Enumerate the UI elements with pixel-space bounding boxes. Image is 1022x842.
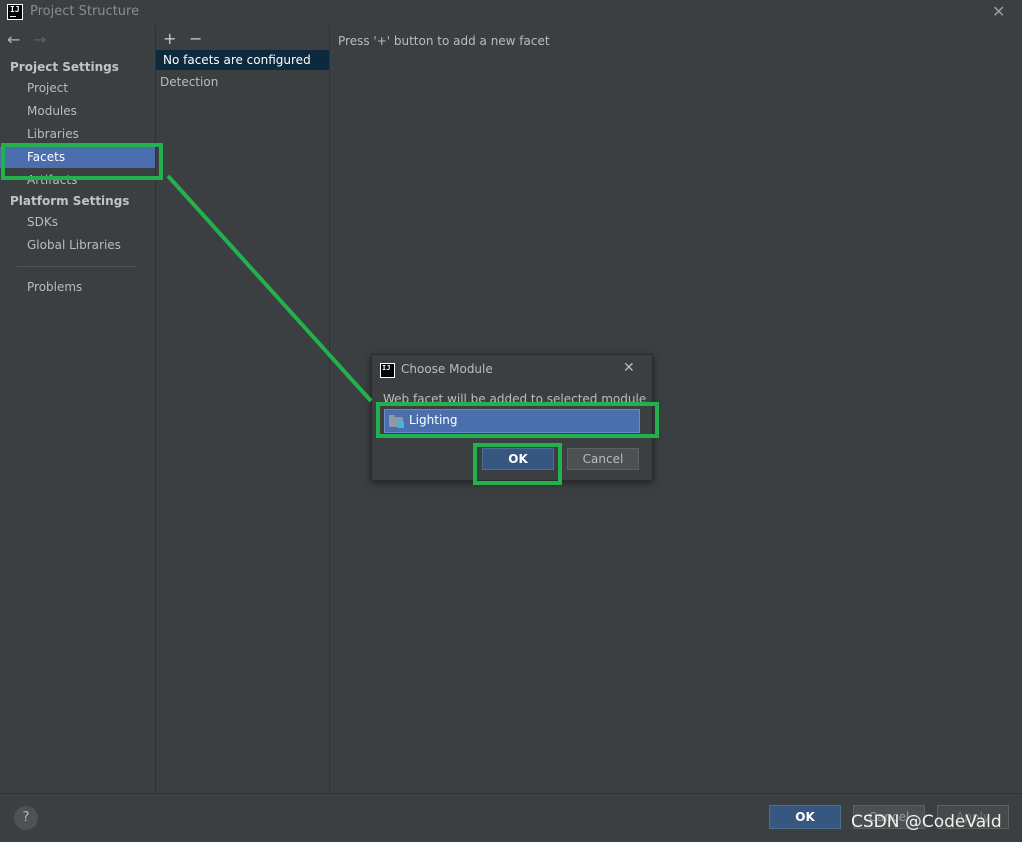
platform-settings-header: Platform Settings bbox=[10, 194, 130, 208]
watermark: CSDN @CodeVald bbox=[851, 812, 1002, 832]
ok-button[interactable]: OK bbox=[769, 805, 841, 829]
module-label: Lighting bbox=[409, 413, 458, 427]
sidebar-divider bbox=[17, 266, 137, 267]
empty-facets-row[interactable]: No facets are configured bbox=[156, 50, 329, 70]
add-facet-icon[interactable]: + bbox=[163, 29, 177, 48]
intellij-logo-icon: IJ bbox=[380, 363, 395, 378]
sidebar-item-problems[interactable]: Problems bbox=[27, 280, 83, 294]
sidebar-item-global-libraries[interactable]: Global Libraries bbox=[27, 238, 121, 252]
intellij-logo-icon: IJ bbox=[7, 4, 23, 20]
module-list-item[interactable]: Lighting bbox=[384, 409, 640, 433]
dialog-cancel-button[interactable]: Cancel bbox=[567, 448, 639, 470]
sidebar-item-project[interactable]: Project bbox=[27, 81, 69, 95]
add-facet-hint: Press '+' button to add a new facet bbox=[338, 34, 550, 48]
choose-module-dialog: IJ Choose Module ✕ Web facet will be add… bbox=[371, 354, 653, 481]
facets-list-panel bbox=[155, 25, 330, 793]
back-arrow-icon[interactable]: ← bbox=[7, 30, 21, 49]
window-title: Project Structure bbox=[30, 4, 140, 19]
remove-facet-icon[interactable]: − bbox=[189, 29, 203, 48]
title-bar: IJ Project Structure ✕ bbox=[0, 0, 1022, 24]
project-settings-header: Project Settings bbox=[10, 60, 119, 74]
dialog-close-icon[interactable]: ✕ bbox=[623, 360, 635, 376]
bottom-bar bbox=[0, 793, 1022, 842]
dialog-ok-button[interactable]: OK bbox=[482, 448, 554, 470]
sidebar-item-facets[interactable]: Facets bbox=[0, 147, 155, 168]
sidebar-item-sdks[interactable]: SDKs bbox=[27, 215, 58, 229]
module-folder-icon bbox=[389, 415, 404, 428]
detection-item[interactable]: Detection bbox=[160, 75, 219, 89]
window-close-icon[interactable]: ✕ bbox=[992, 2, 1006, 21]
apply-button[interactable]: Apply bbox=[937, 805, 1009, 829]
help-icon[interactable]: ? bbox=[14, 806, 38, 830]
sidebar-item-artifacts[interactable]: Artifacts bbox=[27, 173, 78, 187]
sidebar-item-libraries[interactable]: Libraries bbox=[27, 127, 79, 141]
cancel-button[interactable]: Cancel bbox=[853, 805, 925, 829]
sidebar-item-modules[interactable]: Modules bbox=[27, 104, 77, 118]
forward-arrow-icon[interactable]: → bbox=[33, 30, 47, 49]
dialog-message: Web facet will be added to selected modu… bbox=[383, 392, 647, 406]
dialog-title: Choose Module bbox=[401, 362, 493, 376]
